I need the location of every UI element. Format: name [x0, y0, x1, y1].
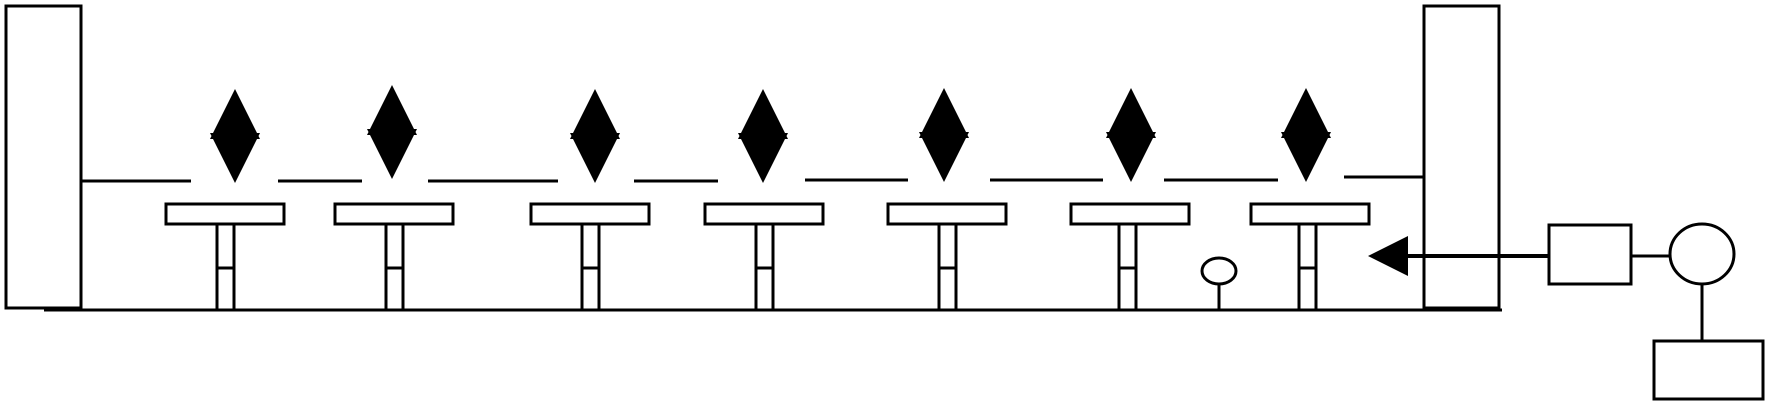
controller-box [1652, 339, 1765, 401]
stage-6 [1069, 88, 1191, 312]
water-segments [81, 175, 1424, 183]
float-sensor [1200, 256, 1238, 310]
impeller-plate [333, 202, 455, 226]
stage-2 [333, 85, 455, 312]
stage-4 [703, 89, 825, 312]
stage-1 [164, 89, 286, 312]
impeller-plate [529, 202, 651, 226]
stage-7 [1249, 88, 1371, 312]
pump-box [1547, 223, 1633, 286]
impeller-plate [164, 202, 286, 226]
impeller-plate [886, 202, 1008, 226]
float-bulb [1200, 256, 1238, 286]
stage-3 [529, 89, 651, 312]
impeller-plate [1069, 202, 1191, 226]
stage-5 [886, 88, 1008, 312]
left-wall [4, 4, 83, 310]
impeller-plate [1249, 202, 1371, 226]
impeller-plate [703, 202, 825, 226]
motor-circle [1668, 222, 1736, 286]
right-wall [1422, 4, 1501, 310]
